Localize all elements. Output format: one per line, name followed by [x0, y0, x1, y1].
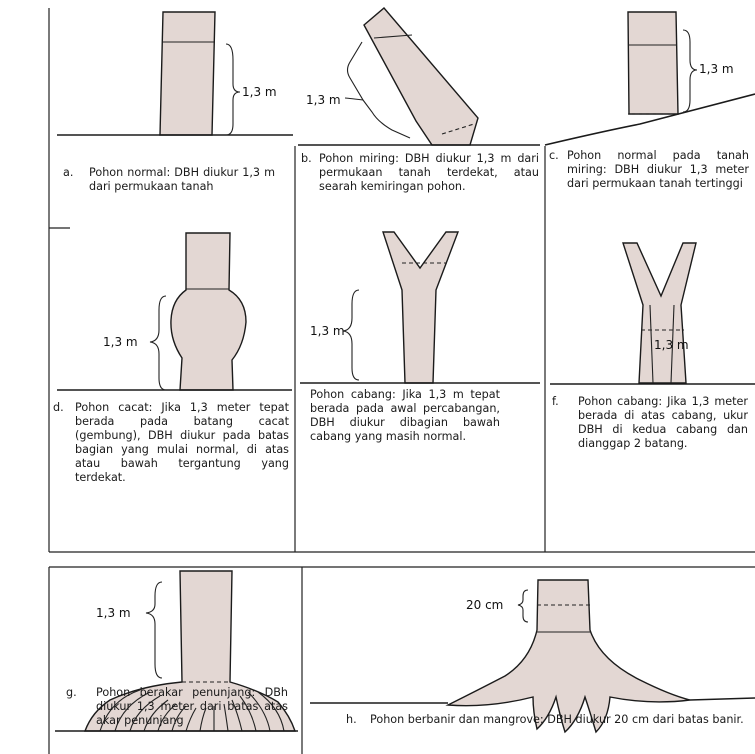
- caption-a: a. Pohon normal: DBH diukur 1,3 m dari p…: [63, 166, 275, 194]
- measure-label-e: 1,3 m: [310, 324, 345, 338]
- caption-c: c. Pohon normal pada tanah miring: DBH d…: [549, 149, 749, 191]
- measure-label-g: 1,3 m: [96, 606, 131, 620]
- caption-letter-c: c.: [549, 149, 559, 163]
- caption-h: h. Pohon berbanir dan mangrove: DBH diuk…: [346, 713, 746, 727]
- caption-letter-b: b.: [301, 152, 312, 166]
- caption-text-b: Pohon miring: DBH diukur 1,3 m dari perm…: [319, 152, 539, 194]
- tree-slope-illustration: [545, 12, 755, 145]
- tree-fork-high-illustration: [550, 243, 755, 384]
- caption-text-g: Pohon berakar penunjang: DBh diukur 1,3 …: [96, 686, 288, 728]
- caption-b: b. Pohon miring: DBH diukur 1,3 m dari p…: [301, 152, 539, 194]
- measure-label-h: 20 cm: [466, 598, 503, 612]
- tree-normal-illustration: [57, 12, 293, 135]
- caption-text-e: Pohon cabang: Jika 1,3 m tepat berada pa…: [310, 388, 500, 444]
- tree-buttress-illustration: [310, 580, 755, 732]
- measure-label-d: 1,3 m: [103, 335, 138, 349]
- caption-text-f: Pohon cabang: Jika 1,3 meter berada di a…: [578, 395, 748, 451]
- caption-letter-d: d.: [53, 401, 64, 415]
- measure-label-b: 1,3 m: [306, 93, 341, 107]
- caption-letter-h: h.: [346, 713, 357, 727]
- caption-letter-g: g.: [66, 686, 77, 700]
- tree-defect-illustration: [57, 233, 292, 390]
- tree-leaning-illustration: [298, 8, 540, 145]
- caption-text-c: Pohon normal pada tanah miring: DBH diuk…: [567, 149, 749, 191]
- measure-label-a: 1,3 m: [242, 85, 277, 99]
- measure-label-f: 1,3 m: [654, 338, 689, 352]
- measure-label-c: 1,3 m: [699, 62, 734, 76]
- caption-text-a: Pohon normal: DBH diukur 1,3 m dari perm…: [89, 166, 275, 194]
- caption-letter-f: f.: [552, 395, 559, 409]
- caption-g: g. Pohon berakar penunjang: DBh diukur 1…: [66, 686, 288, 728]
- caption-text-d: Pohon cacat: Jika 1,3 meter tepat berada…: [75, 401, 289, 485]
- caption-d: d. Pohon cacat: Jika 1,3 meter tepat ber…: [53, 401, 289, 485]
- caption-text-h: Pohon berbanir dan mangrove: DBH diukur …: [370, 713, 746, 727]
- tree-fork-low-illustration: [300, 232, 540, 383]
- caption-e: Pohon cabang: Jika 1,3 m tepat berada pa…: [310, 388, 500, 444]
- caption-letter-a: a.: [63, 166, 73, 180]
- caption-f: f. Pohon cabang: Jika 1,3 meter berada d…: [552, 395, 748, 451]
